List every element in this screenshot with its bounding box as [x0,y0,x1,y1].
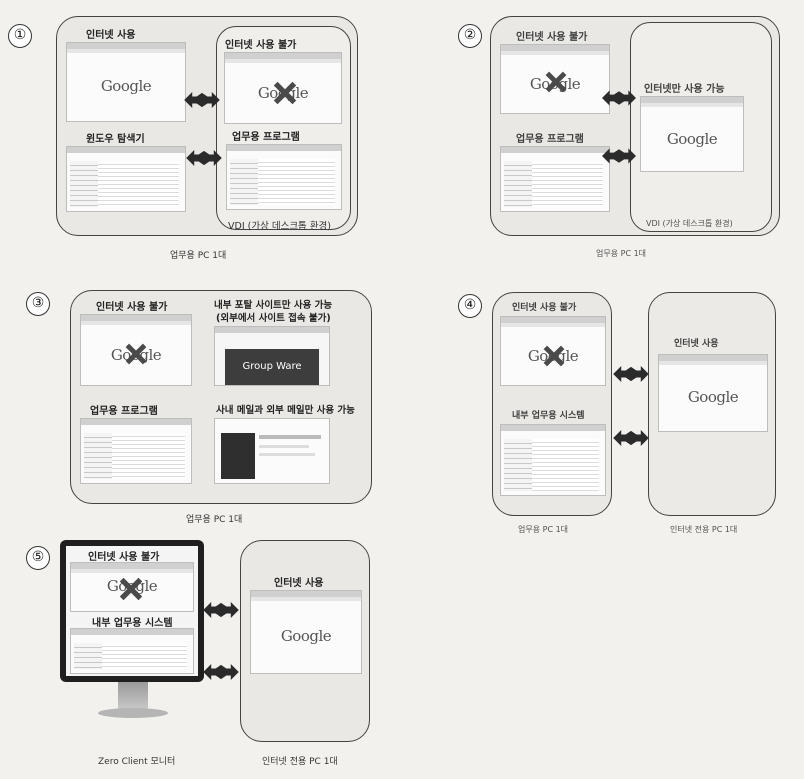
p3-blocked-browser-window: Google [80,314,192,386]
p5-internal-system-label: 내부 업무용 시스템 [92,614,173,629]
panel-5-number: ⑤ [26,546,50,570]
google-logo: Google [641,130,743,148]
p3-groupware-window: Group Ware [214,326,330,386]
p1-internet-use-label: 인터넷 사용 [86,26,135,41]
p2-work-program-window [500,146,610,212]
google-logo: Google [67,77,185,95]
p2-link-bottom-icon [602,148,636,164]
p4-internal-system-label: 내부 업무용 시스템 [512,408,585,421]
p1-explorer-window [66,146,186,212]
p3-caption: 업무용 PC 1대 [186,512,242,525]
monitor-base [98,708,168,718]
p1-internet-blocked-label: 인터넷 사용 불가 [225,36,296,51]
p5-internet-blocked-label: 인터넷 사용 불가 [88,548,159,563]
p1-work-program-window [226,144,342,210]
p2-work-program-label: 업무용 프로그램 [516,130,584,145]
p1-browser-window: Google [66,42,186,122]
p3-mail-window [214,418,330,484]
p1-link-bottom-icon [186,150,222,166]
blocked-x-icon [543,69,569,95]
p4-link-top-icon [612,366,650,382]
p2-internet-blocked-label: 인터넷 사용 불가 [516,28,587,43]
p3-portal-line2: (외부에서 사이트 접속 불가) [216,310,331,324]
panel-3-number: ③ [26,292,50,316]
p5-link-top-icon [202,602,240,618]
p5-internet-use-label: 인터넷 사용 [274,574,323,589]
p4-caption-right: 인터넷 전용 PC 1대 [670,524,737,535]
p4-internet-blocked-label: 인터넷 사용 불가 [512,300,576,313]
google-logo: Google [251,627,361,645]
p3-internet-blocked-label: 인터넷 사용 불가 [96,298,167,313]
p4-caption-left: 업무용 PC 1대 [518,524,568,535]
p3-mail-only-label: 사내 메일과 외부 메일만 사용 가능 [216,402,355,416]
p5-internet-browser-window: Google [250,590,362,674]
blocked-x-icon [117,575,145,603]
p4-link-bottom-icon [612,430,650,446]
p1-link-top-icon [184,92,220,108]
blocked-x-icon [271,79,299,107]
monitor-neck [118,682,148,710]
p4-blocked-browser-window: Google [500,316,606,386]
p5-caption-left: Zero Client 모니터 [98,754,175,767]
p1-explorer-label: 윈도우 탐색기 [86,130,145,145]
p2-link-top-icon [602,90,636,106]
p5-caption-right: 인터넷 전용 PC 1대 [262,754,338,767]
p5-blocked-browser-window: Google [70,562,194,612]
p1-work-program-label: 업무용 프로그램 [232,128,300,143]
p2-vdi-label: VDI (가상 데스크톱 환경) [646,218,733,229]
groupware-banner: Group Ware [225,349,319,385]
blocked-x-icon [541,343,567,369]
p1-caption: 업무용 PC 1대 [170,248,226,261]
p3-work-program-window [80,418,192,484]
p4-internet-use-label: 인터넷 사용 [674,336,719,349]
p3-portal-line1: 내부 포탈 사이트만 사용 가능 [214,297,332,311]
panel-4-number: ④ [458,294,482,318]
p2-caption: 업무용 PC 1대 [596,248,646,259]
panel-2-number: ② [458,24,482,48]
p2-internet-browser-window: Google [640,96,744,172]
p4-internet-browser-window: Google [658,354,768,432]
p4-internal-system-window [500,424,606,496]
panel-1-number: ① [8,24,32,48]
p1-vdi-label: VDI (가상 데스크톱 환경) [228,218,331,232]
p2-blocked-browser-window: Google [500,44,610,114]
p5-link-bottom-icon [202,664,240,680]
p5-internal-system-window [70,628,194,674]
google-logo: Google [659,388,767,406]
p3-work-program-label: 업무용 프로그램 [90,402,158,417]
p1-blocked-browser-window: Google [224,52,342,124]
blocked-x-icon [123,341,149,367]
p2-internet-only-label: 인터넷만 사용 가능 [644,80,725,95]
